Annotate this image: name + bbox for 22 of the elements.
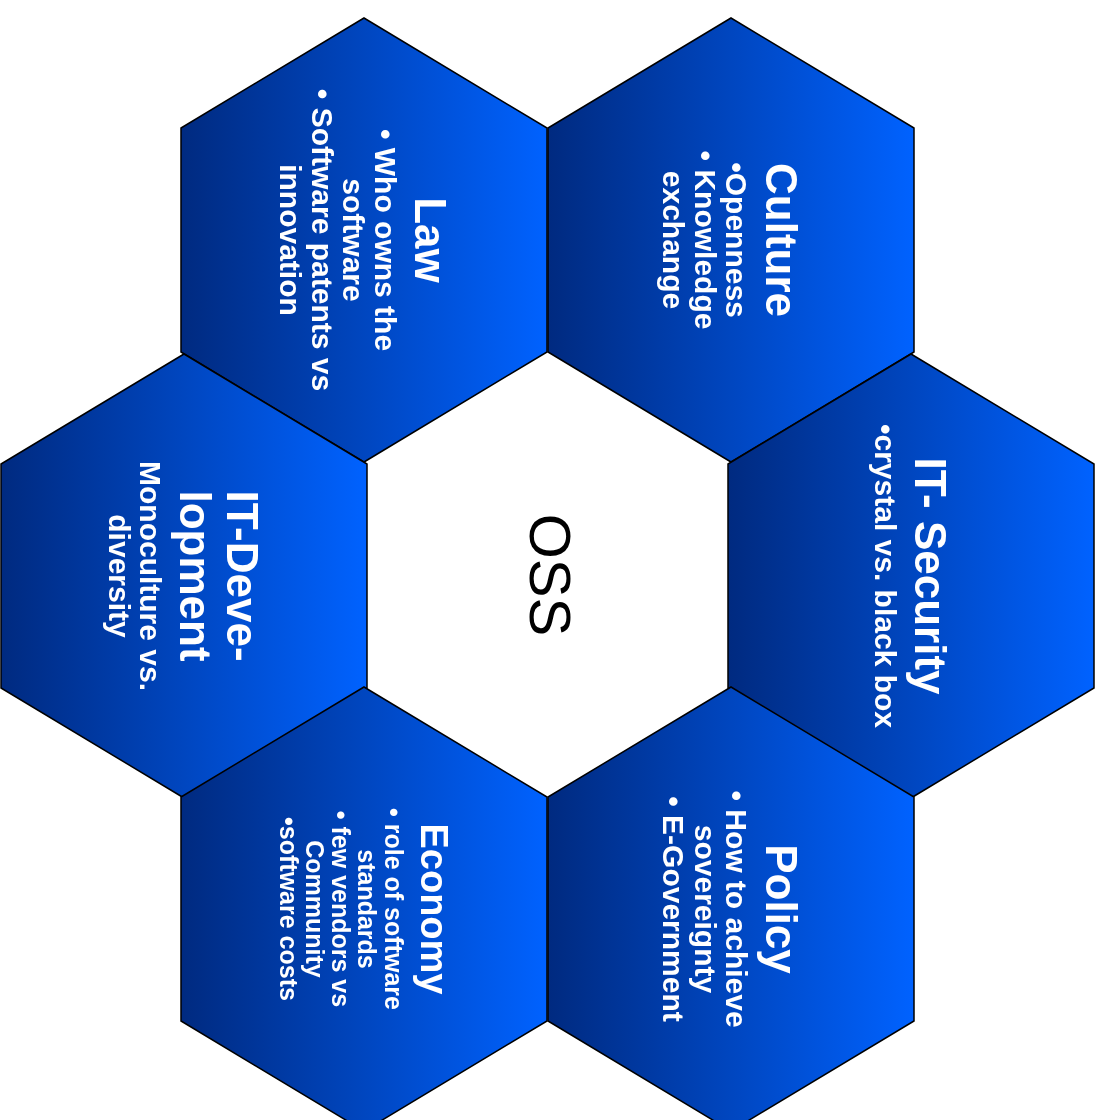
- topic-text: •crystal vs. black box: [869, 424, 901, 728]
- hexagon: [180, 686, 548, 1120]
- topic-text: •software costs: [275, 817, 302, 1001]
- topic-text: Monoculture vs. diversity: [103, 460, 167, 693]
- topic-text: •Openness: [720, 162, 753, 318]
- topic-text: • How to achieve sovereignty: [689, 789, 753, 1030]
- center-label: OSS: [519, 513, 581, 637]
- topic-text: • few vendors vs Community: [301, 809, 355, 1010]
- hexagon: [0, 353, 368, 799]
- topic-text: • Knowledge exchange: [657, 149, 721, 332]
- hexagon-title: Policy: [758, 844, 805, 974]
- topic-text: • Software patents vs innovation: [274, 87, 338, 394]
- topic-text: • Who owns the software: [337, 127, 401, 354]
- topic-text: • role of software standards: [354, 807, 407, 1012]
- hexagon-title: Law: [406, 197, 454, 283]
- hexagon-title: IT-Deve- lopment: [172, 489, 265, 664]
- topic-text: • E-Government: [657, 796, 690, 1022]
- hexagon: [180, 17, 548, 463]
- hexagon-title: Economy: [412, 823, 453, 995]
- hexagon: [727, 353, 1095, 799]
- hexagon-title: IT- Security: [906, 457, 953, 695]
- hexagon-title: Culture: [758, 163, 805, 317]
